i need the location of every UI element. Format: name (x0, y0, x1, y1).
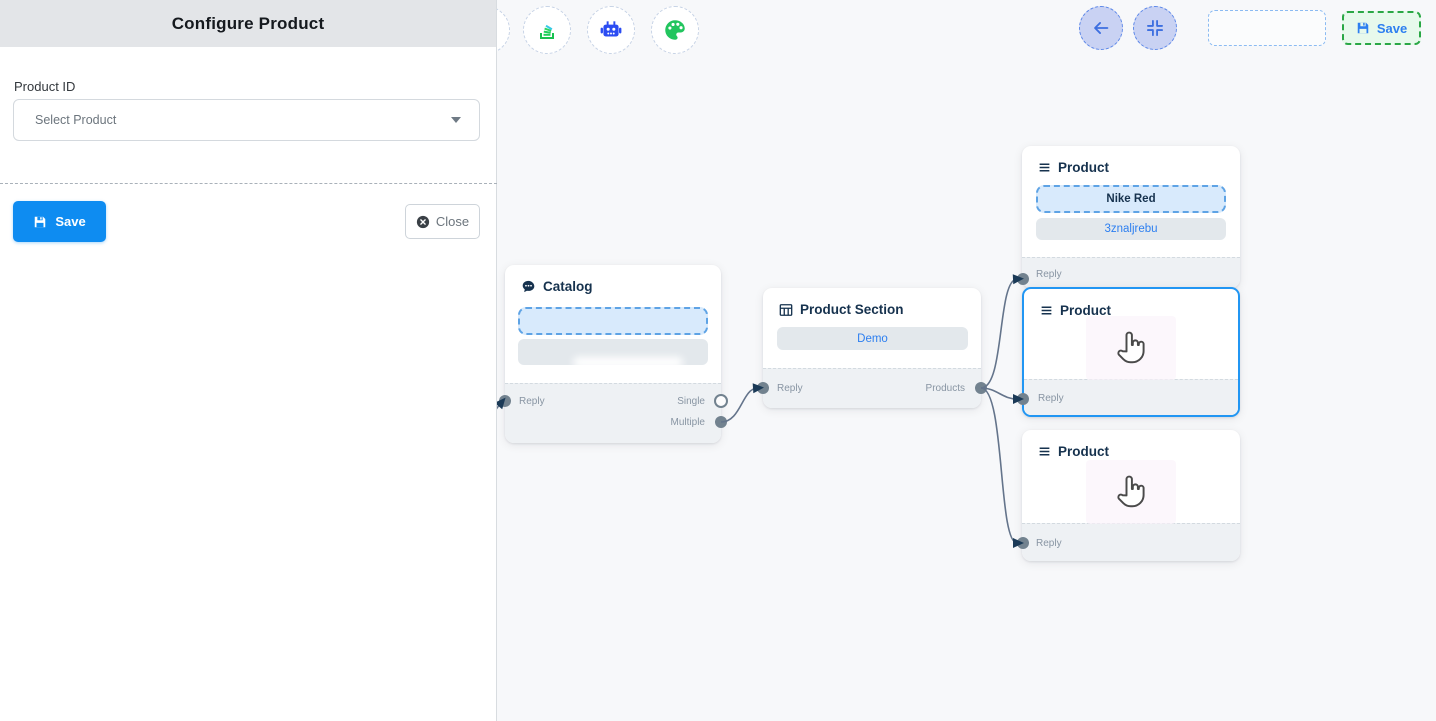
node-product-section-header: Product Section (763, 288, 981, 317)
panel-divider (0, 183, 497, 184)
fit-view-button[interactable] (1133, 6, 1177, 50)
port-label-reply: Reply (519, 396, 545, 407)
node-catalog[interactable]: Catalog Reply Single Multiple (505, 265, 721, 443)
save-button-label: Save (55, 214, 86, 229)
save-icon (1357, 22, 1369, 34)
port-section-products-out[interactable] (975, 382, 987, 394)
close-button-label: Close (435, 214, 470, 229)
menu-icon (1041, 306, 1052, 315)
flow-canvas[interactable]: Save Catalog Reply Single Multiple (497, 0, 1436, 721)
catalog-body-input[interactable] (518, 307, 708, 335)
node-title: Product Section (800, 302, 904, 317)
node-product-header: Product (1022, 146, 1240, 175)
port-label-reply: Reply (1036, 269, 1062, 280)
save-button[interactable]: Save (13, 201, 106, 242)
configure-product-panel: Configure Product Product ID Select Prod… (0, 0, 497, 721)
node-title: Product (1058, 444, 1110, 459)
blur-artifact (573, 357, 683, 365)
compress-icon (1147, 20, 1163, 36)
product-id-value: 3znaljrebu (1104, 223, 1158, 235)
table-icon (779, 303, 793, 316)
product-select[interactable]: Select Product (13, 99, 480, 141)
edge-offscreen-to-catalog (497, 397, 506, 410)
node-product-bottom[interactable]: Product Reply (1022, 430, 1240, 561)
menu-icon (1039, 447, 1050, 456)
chevron-down-icon (451, 117, 461, 123)
port-product-bottom-reply-in[interactable] (1017, 537, 1029, 549)
node-title: Product (1058, 160, 1110, 175)
save-icon (35, 216, 46, 227)
node-catalog-header: Catalog (505, 265, 721, 294)
toolbar-button-theme[interactable] (651, 6, 699, 54)
port-section-reply-in[interactable] (757, 382, 769, 394)
product-name-input[interactable]: Nike Red (1036, 185, 1226, 213)
cursor-artifact (1086, 316, 1176, 380)
node-footer: Reply (1022, 523, 1240, 561)
section-title-field[interactable]: Demo (777, 327, 968, 350)
arrow-left-icon (1094, 22, 1109, 34)
port-catalog-reply-in[interactable] (499, 395, 511, 407)
catalog-id-field[interactable] (518, 339, 708, 365)
close-button[interactable]: Close (405, 204, 480, 239)
port-label-products: Products (925, 383, 965, 394)
port-label-reply: Reply (1036, 538, 1062, 549)
port-label-single: Single (677, 396, 705, 407)
stack-icon (540, 24, 554, 39)
menu-icon (1039, 163, 1050, 172)
node-product-header: Product (1022, 430, 1240, 459)
port-label-multiple: Multiple (670, 417, 705, 428)
cursor-artifact (1086, 460, 1176, 524)
close-circle-icon (416, 215, 429, 228)
node-title: Catalog (543, 279, 593, 294)
port-label-reply: Reply (777, 383, 803, 394)
palette-icon (665, 20, 685, 40)
panel-header: Configure Product (0, 0, 496, 47)
node-footer: Reply Products (763, 368, 981, 408)
section-title-value: Demo (857, 332, 888, 345)
node-footer: Reply (1024, 379, 1238, 415)
back-button[interactable] (1079, 6, 1123, 50)
edge-section-to-product-bottom (980, 387, 1024, 548)
product-id-label: Product ID (14, 79, 76, 94)
port-product-top-reply-in[interactable] (1017, 273, 1029, 285)
hand-pointer-icon (1117, 331, 1145, 364)
product-name-value: Nike Red (1106, 193, 1156, 205)
edge-section-to-product-top (980, 274, 1024, 389)
toolbar-button-stack[interactable] (523, 6, 571, 54)
port-catalog-multiple-out[interactable] (715, 416, 727, 428)
node-product-top[interactable]: Product Nike Red 3znaljrebu Reply (1022, 146, 1240, 288)
robot-icon (600, 21, 622, 37)
node-product-section[interactable]: Product Section Demo Reply Products (763, 288, 981, 408)
port-catalog-single-out[interactable] (714, 394, 728, 408)
hand-pointer-icon (1117, 475, 1145, 508)
product-select-value: Select Product (35, 113, 117, 127)
node-footer: Reply Single Multiple (505, 383, 721, 443)
chat-icon (522, 280, 535, 293)
product-id-field[interactable]: 3znaljrebu (1036, 218, 1226, 240)
node-title: Product (1060, 303, 1112, 318)
canvas-save-button[interactable]: Save (1342, 11, 1421, 45)
port-product-middle-reply-in[interactable] (1017, 393, 1029, 405)
toolbar-button-partial[interactable] (497, 6, 510, 54)
node-footer: Reply (1022, 257, 1240, 288)
node-product-header: Product (1024, 289, 1238, 318)
port-label-reply: Reply (1038, 393, 1064, 404)
canvas-save-label: Save (1376, 20, 1408, 36)
page-title: Configure Product (171, 13, 325, 33)
toolbar-button-bot[interactable] (587, 6, 635, 54)
empty-action-button[interactable] (1208, 10, 1326, 46)
